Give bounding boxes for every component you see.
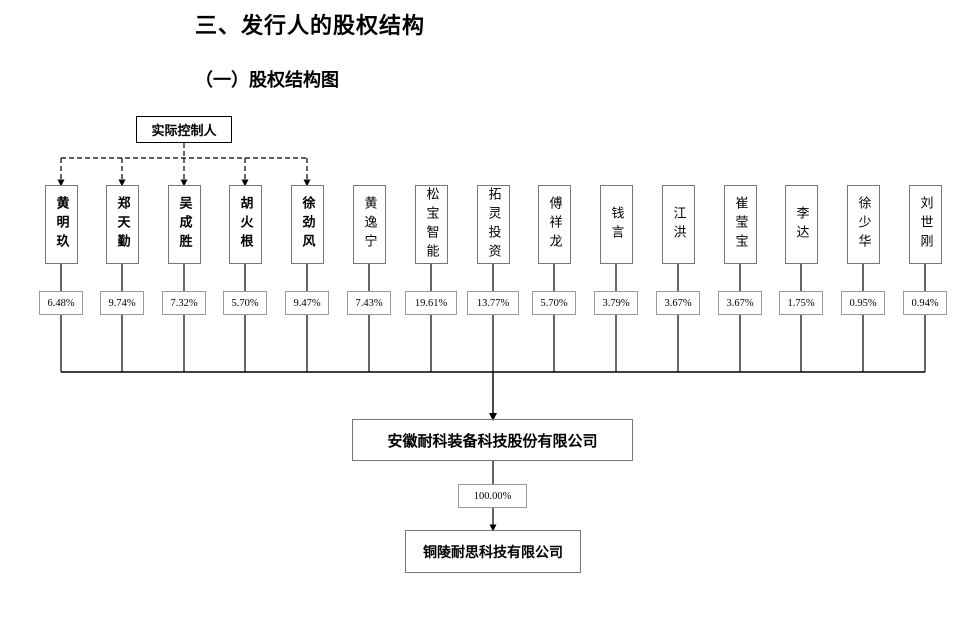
shareholder-name: 徐劲风 <box>299 196 315 253</box>
shareholder-ownership-pct: 0.94% <box>903 291 947 315</box>
shareholder-ownership-pct: 9.74% <box>100 291 144 315</box>
shareholder-ownership-pct: 19.61% <box>405 291 457 315</box>
shareholder-box: 黄明玖 <box>44 185 78 264</box>
shareholder-box: 崔莹宝 <box>723 185 757 264</box>
shareholder-name: 吴成胜 <box>176 196 192 253</box>
issuer-company-box: 安徽耐科装备科技股份有限公司 <box>352 419 633 461</box>
shareholder-box: 拓灵投资 <box>476 185 510 264</box>
shareholder-ownership-pct: 6.48% <box>39 291 83 315</box>
shareholder-name: 胡火根 <box>237 196 253 253</box>
shareholder-ownership-pct: 7.43% <box>347 291 391 315</box>
shareholder-box: 郑天勤 <box>105 185 139 264</box>
shareholder-name: 徐少华 <box>855 196 871 253</box>
shareholder-box: 刘世刚 <box>908 185 942 264</box>
shareholder-name: 傅祥龙 <box>546 196 562 253</box>
shareholder-name: 松宝智能 <box>423 186 439 263</box>
shareholder-name: 刘世刚 <box>917 196 933 253</box>
shareholder-ownership-pct: 5.70% <box>532 291 576 315</box>
shareholder-box: 胡火根 <box>228 185 262 264</box>
shareholder-name: 钱言 <box>608 205 624 244</box>
shareholder-ownership-pct: 0.95% <box>841 291 885 315</box>
shareholder-box: 黄逸宁 <box>352 185 386 264</box>
shareholder-ownership-pct: 5.70% <box>223 291 267 315</box>
shareholder-ownership-pct: 1.75% <box>779 291 823 315</box>
subsidiary-ownership-pct: 100.00% <box>458 484 527 508</box>
shareholder-name: 崔莹宝 <box>732 196 748 253</box>
shareholder-name: 黄明玖 <box>53 196 69 253</box>
shareholder-box: 李达 <box>784 185 818 264</box>
shareholder-box: 江洪 <box>661 185 695 264</box>
shareholder-ownership-pct: 3.67% <box>718 291 762 315</box>
shareholder-name: 李达 <box>793 205 809 244</box>
actual-controller-box: 实际控制人 <box>136 116 232 143</box>
shareholder-name: 拓灵投资 <box>485 186 501 263</box>
subsidiary-company-box: 铜陵耐思科技有限公司 <box>405 530 581 573</box>
shareholder-ownership-pct: 9.47% <box>285 291 329 315</box>
shareholder-box: 松宝智能 <box>414 185 448 264</box>
section-title: 三、发行人的股权结构 <box>195 14 426 39</box>
shareholder-name: 江洪 <box>670 205 686 244</box>
shareholder-box: 傅祥龙 <box>537 185 571 264</box>
shareholder-ownership-pct: 3.67% <box>656 291 700 315</box>
shareholder-name: 黄逸宁 <box>361 196 377 253</box>
shareholder-box: 徐劲风 <box>290 185 324 264</box>
shareholder-box: 徐少华 <box>846 185 880 264</box>
shareholder-name: 郑天勤 <box>114 196 130 253</box>
subsection-title: （一）股权结构图 <box>195 70 339 91</box>
shareholder-ownership-pct: 3.79% <box>594 291 638 315</box>
shareholder-box: 钱言 <box>599 185 633 264</box>
shareholder-ownership-pct: 7.32% <box>162 291 206 315</box>
shareholder-ownership-pct: 13.77% <box>467 291 519 315</box>
shareholder-box: 吴成胜 <box>167 185 201 264</box>
